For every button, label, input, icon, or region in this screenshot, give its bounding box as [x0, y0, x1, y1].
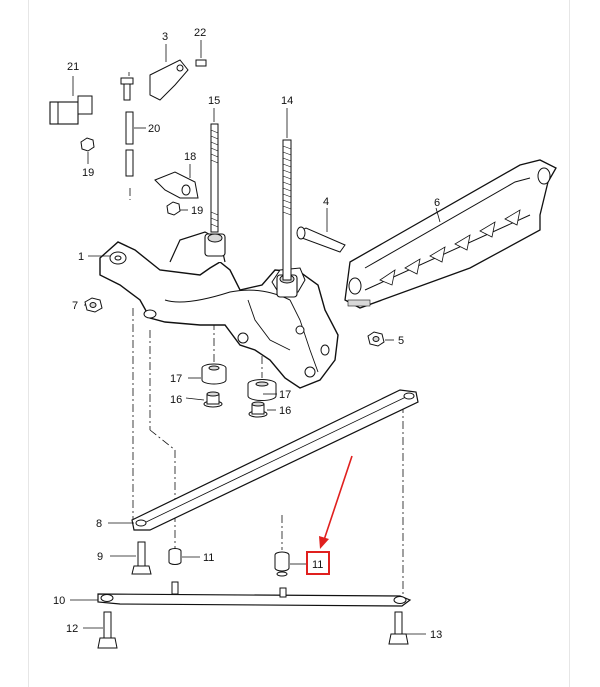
part-11-sleeve-right	[274, 551, 290, 577]
part-17-mount-right	[247, 379, 277, 401]
part-5-nut	[367, 331, 385, 347]
label-9: 9	[97, 551, 103, 563]
highlight-arrow-line	[323, 455, 353, 541]
part-16-nut-left	[203, 391, 223, 408]
part-8-strut	[131, 389, 419, 531]
label-17-left: 17	[170, 373, 182, 385]
label-14: 14	[281, 95, 293, 107]
label-16-left: 16	[170, 394, 182, 406]
label-20: 20	[148, 123, 160, 135]
part-21-bracket	[49, 95, 93, 125]
part-20-rod	[125, 111, 134, 177]
label-19-lower: 19	[191, 205, 203, 217]
part-1-subframe	[99, 231, 339, 389]
label-13: 13	[430, 629, 442, 641]
label-11-left: 11	[203, 552, 214, 564]
label-19-upper: 19	[82, 167, 94, 179]
label-16-right: 16	[279, 405, 291, 417]
part-2-bolt	[120, 77, 134, 101]
part-13-bolt	[388, 611, 409, 645]
part-19-nut-upper	[80, 137, 95, 152]
part-15-stud	[210, 123, 219, 233]
part-11-sleeve-left	[168, 548, 182, 565]
page-frame	[28, 0, 570, 687]
label-3: 3	[162, 31, 168, 43]
label-15: 15	[208, 95, 220, 107]
label-17-right: 17	[279, 389, 291, 401]
label-10: 10	[53, 595, 65, 607]
part-16-nut-right	[248, 401, 268, 418]
part-19-nut-lower	[166, 201, 181, 216]
label-7: 7	[72, 300, 78, 312]
label-11-highlighted: 11	[312, 559, 323, 571]
label-1: 1	[78, 251, 84, 263]
part-6-crossmember	[344, 159, 557, 309]
part-labels: 1 3 4 5 6 7 8 9 10 11 11 12 13 14 15 16 …	[53, 27, 442, 641]
label-8: 8	[96, 518, 102, 530]
part-18-clip	[154, 171, 199, 199]
part-10-lower-bar	[97, 581, 412, 607]
part-22-bolt	[195, 59, 207, 67]
part-17-mount-left	[201, 363, 227, 385]
label-22: 22	[194, 27, 206, 39]
highlight-annotation	[306, 455, 353, 575]
part-14-stud	[282, 139, 292, 281]
leader-lines	[70, 40, 441, 635]
part-4-bolt	[296, 226, 346, 253]
part-3-bracket	[149, 59, 189, 101]
label-5: 5	[398, 335, 404, 347]
highlight-arrow-head	[319, 536, 329, 549]
label-21: 21	[67, 61, 79, 73]
part-12-bolt	[97, 611, 118, 649]
part-9-bolt	[131, 541, 152, 575]
label-4: 4	[323, 196, 329, 208]
label-12: 12	[66, 623, 78, 635]
label-18: 18	[184, 151, 196, 163]
label-6: 6	[434, 197, 440, 209]
part-7-nut	[84, 297, 103, 313]
highlight-box	[306, 551, 330, 575]
